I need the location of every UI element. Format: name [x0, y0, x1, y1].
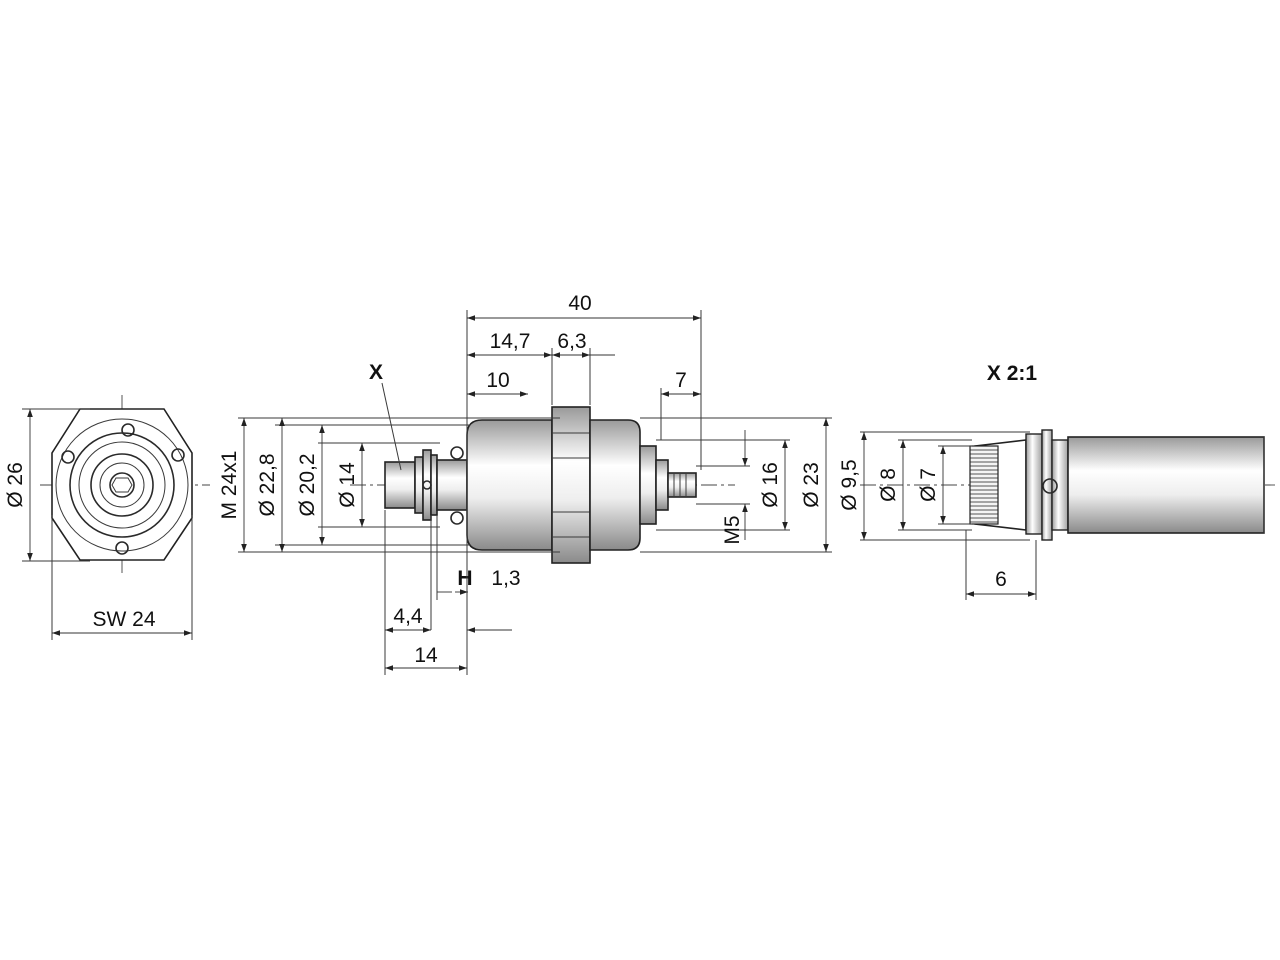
rear-pin-step	[414, 456, 424, 514]
front-collar	[655, 459, 669, 511]
label-7: 7	[675, 369, 687, 392]
label-dia-7: Ø 7	[917, 468, 940, 502]
front-hole-top	[121, 423, 135, 437]
front-shoulder	[639, 445, 657, 525]
main-body	[466, 419, 553, 551]
label-dia-8: Ø 8	[877, 468, 900, 502]
front-pin-hex	[111, 477, 133, 493]
hex-nut	[551, 406, 591, 564]
label-6: 6	[995, 568, 1007, 591]
label-dia-26: Ø 26	[4, 462, 27, 508]
label-10: 10	[486, 369, 509, 392]
detail-knurl	[969, 445, 999, 525]
detail-title: X 2:1	[987, 362, 1038, 385]
detail-hole	[1042, 478, 1058, 494]
label-h-value: 1,3	[491, 567, 520, 590]
rear-ball-bottom	[450, 511, 464, 525]
front-hole-left	[61, 450, 75, 464]
rear-ball-top	[450, 446, 464, 460]
hex-inner-ring	[55, 418, 189, 552]
front-collar-inner	[78, 441, 166, 529]
label-14-7: 14,7	[490, 330, 531, 353]
front-hole-right	[171, 448, 185, 462]
label-6-3: 6,3	[557, 330, 586, 353]
label-m24: M 24x1	[218, 451, 241, 520]
label-14: 14	[414, 644, 438, 667]
label-dia-9-5: Ø 9,5	[838, 459, 861, 510]
front-core	[90, 453, 154, 517]
label-dia-16: Ø 16	[759, 462, 782, 508]
rear-pin	[384, 461, 416, 509]
detail-view: X 2:1 Ø 9,5 Ø 8 Ø 7 6	[838, 362, 1275, 600]
front-view: Ø 26 SW 24	[4, 395, 210, 640]
label-dia-22-8: Ø 22,8	[256, 453, 279, 516]
detail-neck	[1051, 439, 1069, 531]
detail-shaft	[1067, 436, 1265, 534]
label-m5: M5	[721, 515, 744, 544]
front-core-inner	[99, 462, 145, 508]
rear-stub	[436, 459, 468, 511]
label-sw24: SW 24	[92, 608, 155, 631]
front-hole-bottom	[115, 541, 129, 555]
label-h: H	[457, 567, 472, 590]
detail-shoulder	[1025, 433, 1043, 535]
rear-pin-hole	[422, 480, 432, 490]
side-view: M 24x1 Ø 22,8 Ø 20,2 Ø 14 M5 Ø 16 Ø 23 4…	[218, 292, 832, 675]
label-dia-14: Ø 14	[336, 462, 359, 508]
detail-callout-x: X	[369, 361, 383, 384]
label-dia-23: Ø 23	[800, 462, 823, 508]
terminal-stud	[667, 472, 697, 498]
rear-ring-2	[430, 454, 438, 516]
rear-ring-1	[422, 449, 432, 521]
label-4-4: 4,4	[393, 605, 423, 628]
front-flange	[589, 419, 641, 551]
label-dia-20-2: Ø 20,2	[296, 453, 319, 516]
leader-x	[381, 382, 402, 471]
label-40: 40	[568, 292, 591, 315]
front-pin	[109, 472, 135, 498]
